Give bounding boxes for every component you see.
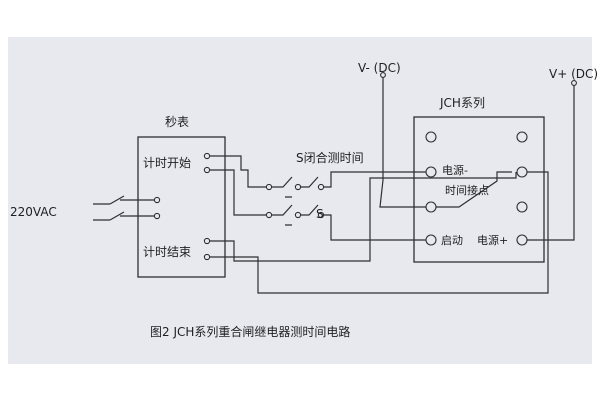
jch-terminal-4 (516, 166, 528, 178)
jch-terminal-1 (425, 131, 437, 143)
s-contact-left-top (265, 183, 273, 191)
jch-terminal-time-contact (425, 201, 437, 213)
jch-label: JCH系列 (440, 96, 485, 110)
s-contact-right-bottom (294, 211, 302, 219)
end-wire-upper (210, 172, 517, 262)
v-plus-wire (527, 84, 575, 241)
end-timing-label: 计时结束 (143, 245, 192, 259)
power-minus-label: 电源- (442, 164, 468, 177)
jch-terminal-start (425, 234, 437, 246)
s-close-label: S闭合测时间 (296, 151, 364, 165)
stopwatch-label: 秒表 (165, 115, 190, 129)
s-out-bottom (317, 211, 325, 219)
vac-input-leads (93, 203, 110, 221)
jch-terminal-power-plus (516, 234, 528, 246)
jch-terminal-2 (516, 131, 528, 143)
v-minus-terminal (380, 72, 386, 78)
time-contact-label: 时间接点 (445, 184, 489, 197)
s-blade-bottom (272, 204, 293, 216)
start-wire-lower (210, 169, 266, 216)
vac-switch-blades (109, 195, 125, 221)
s-to-start (324, 214, 426, 241)
power-plus-label: 电源+ (477, 234, 509, 247)
v-minus-wire (379, 76, 426, 208)
figure-caption: 图2 JCH系列重合闸继电器测时间电路 (150, 325, 351, 339)
s-out-top (317, 183, 325, 191)
jch-terminal-power-minus (425, 166, 437, 178)
v-minus-label: V- (DC) (358, 61, 401, 75)
s-to-power-minus (324, 171, 426, 188)
s-contact-right-top (294, 183, 302, 191)
vac-terminal-2 (153, 212, 161, 220)
s-blade-top (272, 176, 293, 188)
vac-wires (120, 199, 154, 217)
jch-internal-contact (436, 171, 512, 208)
jch-terminal-6 (516, 201, 528, 213)
end-terminal-2 (203, 253, 211, 261)
end-terminal-1 (203, 237, 211, 245)
start-label: 启动 (441, 234, 463, 247)
s-blade-right-bottom (301, 204, 319, 216)
s-link (285, 196, 292, 226)
s-blade-right-top (301, 176, 319, 188)
s-label: S (316, 207, 324, 221)
vac-terminal-1 (153, 196, 161, 204)
v-plus-terminal (571, 80, 577, 86)
v-plus-label: V+ (DC) (549, 67, 599, 81)
stopwatch-box (137, 136, 226, 278)
vac-label: 220VAC (10, 205, 57, 219)
s-contact-left-bottom (265, 211, 273, 219)
start-timing-label: 计时开始 (143, 156, 192, 170)
start-terminal-2 (203, 166, 211, 174)
paper-background (8, 37, 592, 364)
start-terminal-1 (203, 152, 211, 160)
end-wire-lower (210, 171, 549, 294)
start-wire-upper (210, 155, 266, 188)
jch-relay-box (413, 116, 545, 263)
